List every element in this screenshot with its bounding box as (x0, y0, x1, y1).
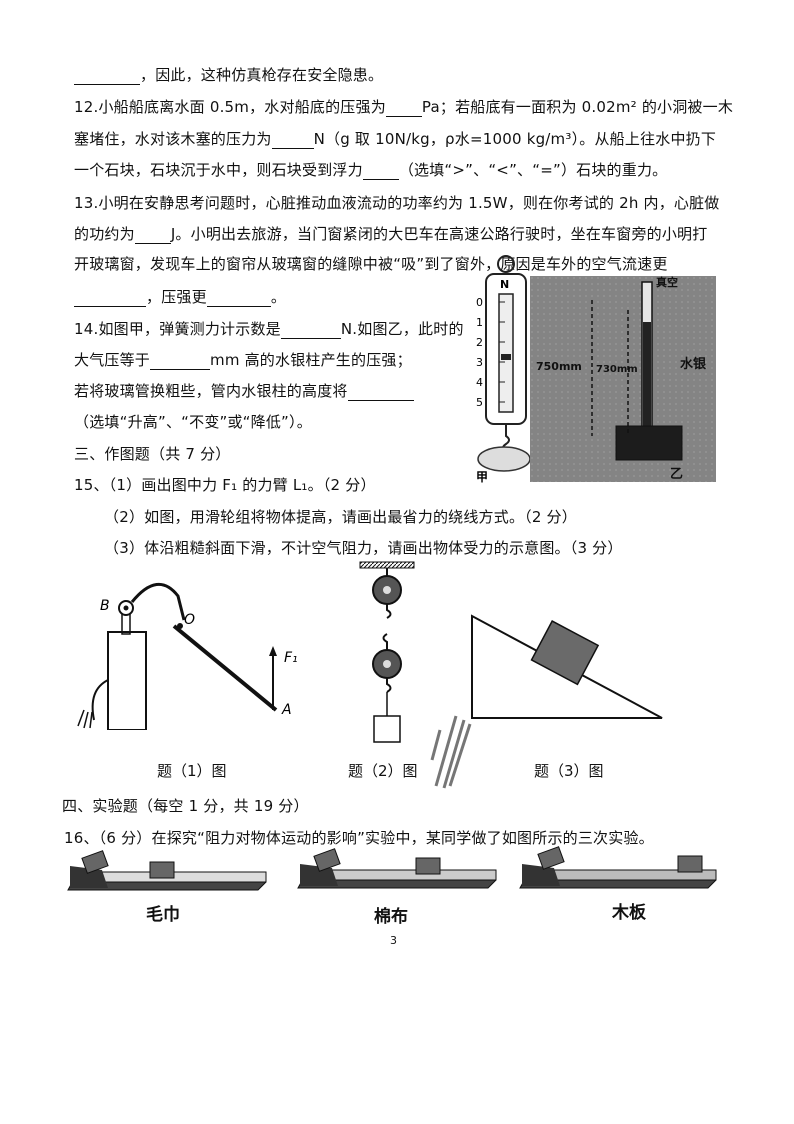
answer-blank[interactable] (206, 292, 271, 307)
experiment-towel (67, 850, 267, 891)
label-b: B (100, 598, 110, 614)
label-f1: F₁ (284, 650, 298, 666)
surface-label-towel: 毛巾 (146, 905, 180, 925)
q16-line-1: 16、（6 分）在探究“阻力对物体运动的影响”实验中，某同学做了如图所示的三次实… (64, 829, 654, 847)
height-label-750: 750mm (536, 360, 582, 373)
lever-figure: B O A F₁ (77, 582, 298, 730)
q13-line-3: 开玻璃窗，发现车上的窗帘从玻璃窗的缝隙中被“吸”到了窗外，原因是车外的空气流速更 (74, 255, 668, 273)
label-o: O (184, 612, 195, 628)
answer-blank[interactable] (347, 386, 414, 401)
figure-caption-2: 题（2）图 (348, 762, 418, 780)
q15-line-1: 15、（1）画出图中力 F₁ 的力臂 L₁。（2 分） (74, 476, 376, 494)
q14-line-3: 若将玻璃管换粗些，管内水银柱的高度将 (74, 380, 414, 401)
figure-caption-1: 题（1）图 (157, 762, 227, 780)
sliding-block (530, 620, 600, 686)
handle-curve (130, 582, 186, 621)
experiment-wood (519, 846, 717, 889)
answer-blank[interactable] (74, 70, 140, 85)
pencil-scribble (430, 715, 472, 789)
scale-ticks (499, 301, 505, 403)
answer-blank[interactable] (362, 165, 399, 180)
tick-label: 2 (476, 336, 483, 349)
q14-line-4: （选填“升高”、“不变”或“降低”）。 (74, 413, 312, 431)
answer-blank[interactable] (385, 102, 422, 117)
tick-label: 5 (476, 396, 483, 409)
answer-blank[interactable] (280, 324, 341, 339)
page-number: 3 (390, 934, 397, 947)
answer-blank[interactable] (74, 292, 146, 307)
vacuum-label: 真空 (656, 276, 678, 289)
q13-line-4: ，压强更。 (74, 286, 286, 307)
mercury-label: 水银 (680, 356, 707, 372)
label-a: A (281, 702, 292, 718)
answer-blank[interactable] (134, 229, 171, 244)
figure-caption: 乙 (670, 467, 683, 482)
figure-caption-3: 题（3）图 (534, 762, 604, 780)
q15-line-2: （2）如图，用滑轮组将物体提高，请画出最省力的绕线方式。（2 分） (104, 508, 577, 526)
figure-caption: 甲 (476, 470, 488, 484)
mercury-dish (615, 425, 683, 461)
spring-scale-figure: N 0 1 2 3 4 5 0 1 2 3 4 5 甲 (476, 255, 537, 484)
tick-label: 1 (476, 316, 483, 329)
mercury-column (643, 322, 651, 432)
height-label-730: 730mm (596, 364, 638, 375)
q11-tail: ，因此，这种仿真枪存在安全隐患。 (74, 64, 383, 85)
torricelli-barometer-figure: 真空 750mm 730mm 水银 乙 (530, 276, 716, 482)
answer-blank[interactable] (150, 355, 211, 370)
section-3-heading: 三、作图题（共 7 分） (74, 445, 231, 463)
q13-line-1: 13.小明在安静思考问题时，心脏推动血液流动的功率约为 1.5W，则在你考试的 … (74, 194, 720, 212)
scale-unit-label: N (500, 278, 509, 291)
q12-line-3: 一个石块，石块沉于水中，则石块受到浮力（选填“>”、“<”、“=”）石块的重力。 (74, 161, 668, 180)
tick-label: 4 (476, 376, 483, 389)
answer-blank[interactable] (271, 134, 314, 149)
section-4-heading: 四、实验题（每空 1 分，共 19 分） (62, 797, 309, 815)
pulley-figure (359, 561, 415, 743)
pointer-mark (501, 354, 511, 360)
pump-cylinder (107, 631, 147, 730)
stone-weight (477, 446, 531, 472)
lever-arm (172, 624, 278, 712)
tick-label: 3 (476, 356, 483, 369)
tick-label: 0 (476, 296, 483, 309)
q15-line-3: （3）体沿粗糙斜面下滑，不计空气阻力，请画出物体受力的示意图。（3 分） (104, 539, 623, 557)
surface-label-cotton: 棉布 (374, 907, 408, 927)
load-block (373, 715, 401, 743)
surface-label-wood: 木板 (612, 903, 646, 923)
incline-figure (471, 614, 663, 719)
experiment-cotton (297, 848, 497, 889)
